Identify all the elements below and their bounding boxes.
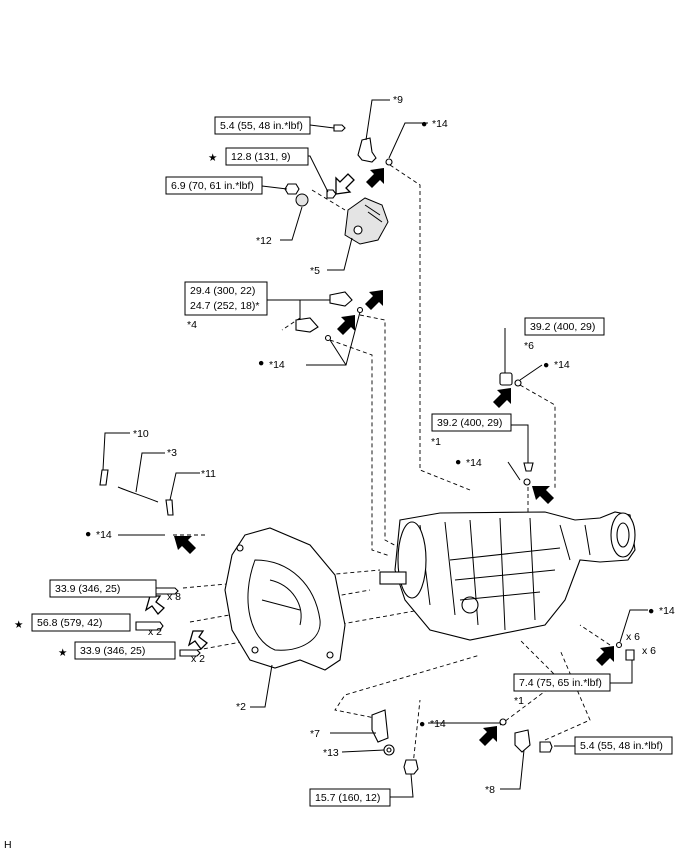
torque-39-2-lower: 39.2 (400, 29) bbox=[437, 417, 502, 429]
bullet-mark: ● bbox=[455, 456, 461, 468]
torque-spec-boxes: 5.4 (55, 48 in.*lbf) 12.8 (131, 9) 6.9 (… bbox=[31, 116, 673, 807]
callout-10: *10 bbox=[133, 428, 149, 440]
callout-14: *14 bbox=[96, 529, 112, 541]
callout-8: *8 bbox=[485, 784, 495, 796]
qty-x6: x 6 bbox=[626, 631, 640, 643]
callout-14: *14 bbox=[432, 118, 448, 130]
torque-7-4: 7.4 (75, 65 in.*lbf) bbox=[519, 677, 602, 689]
torque-56-8: 56.8 (579, 42) bbox=[37, 617, 102, 629]
star-mark: ★ bbox=[58, 647, 68, 659]
install-arrows bbox=[144, 168, 614, 746]
callout-14: *14 bbox=[466, 457, 482, 469]
torque-6-9: 6.9 (70, 61 in.*lbf) bbox=[171, 180, 254, 192]
torque-15-7: 15.7 (160, 12) bbox=[315, 792, 380, 804]
symbol-glyphs: ★ ★ ★ ● ● ● ● ● ● ● bbox=[14, 118, 654, 730]
quantity-labels: x 8 x 2 x 2 x 6 x 6 bbox=[148, 591, 656, 665]
callout-6: *6 bbox=[524, 340, 534, 352]
torque-24-7: 24.7 (252, 18)* bbox=[190, 300, 259, 312]
callout-7: *7 bbox=[310, 728, 320, 740]
small-parts bbox=[99, 124, 635, 775]
qty-x2: x 2 bbox=[191, 653, 205, 665]
callout-12: *12 bbox=[256, 235, 272, 247]
torque-33-9-x2: 33.9 (346, 25) bbox=[80, 645, 145, 657]
bullet-mark: ● bbox=[543, 359, 549, 371]
bullet-mark: ● bbox=[258, 357, 264, 369]
callout-11: *11 bbox=[201, 468, 216, 480]
callout-13: *13 bbox=[323, 747, 339, 759]
bullet-mark: ● bbox=[419, 718, 425, 730]
torque-5-4-upper: 5.4 (55, 48 in.*lbf) bbox=[220, 120, 303, 132]
callout-1: *1 bbox=[514, 695, 524, 707]
star-mark: ★ bbox=[208, 152, 218, 164]
bullet-mark: ● bbox=[648, 605, 654, 617]
qty-x2: x 2 bbox=[148, 626, 162, 638]
callout-2: *2 bbox=[236, 701, 246, 713]
torque-33-9-x8: 33.9 (346, 25) bbox=[55, 583, 120, 595]
figure-code: H bbox=[4, 839, 12, 851]
callout-14: *14 bbox=[430, 718, 446, 730]
bullet-mark: ● bbox=[85, 528, 91, 540]
qty-x6: x 6 bbox=[642, 645, 656, 657]
callout-3: *3 bbox=[167, 447, 177, 459]
callout-labels: *9 *14 *12 *5 *4 *14 *6 *14 *1 *14 *10 *… bbox=[96, 94, 675, 796]
callout-14: *14 bbox=[659, 605, 675, 617]
callout-14: *14 bbox=[554, 359, 570, 371]
torque-12-8: 12.8 (131, 9) bbox=[231, 151, 291, 163]
torque-29-4: 29.4 (300, 22) bbox=[190, 285, 255, 297]
transmission-body bbox=[379, 511, 636, 641]
star-mark: ★ bbox=[14, 619, 24, 631]
callout-4: *4 bbox=[187, 319, 197, 331]
transmission-case-housing bbox=[224, 527, 346, 671]
qty-x8: x 8 bbox=[167, 591, 181, 603]
torque-5-4-lower: 5.4 (55, 48 in.*lbf) bbox=[580, 740, 663, 752]
callout-9: *9 bbox=[393, 94, 403, 106]
callout-1: *1 bbox=[431, 436, 441, 448]
bullet-mark: ● bbox=[421, 118, 427, 130]
callout-5: *5 bbox=[310, 265, 320, 277]
torque-39-2-plug: 39.2 (400, 29) bbox=[530, 321, 595, 333]
callout-14: *14 bbox=[269, 359, 285, 371]
